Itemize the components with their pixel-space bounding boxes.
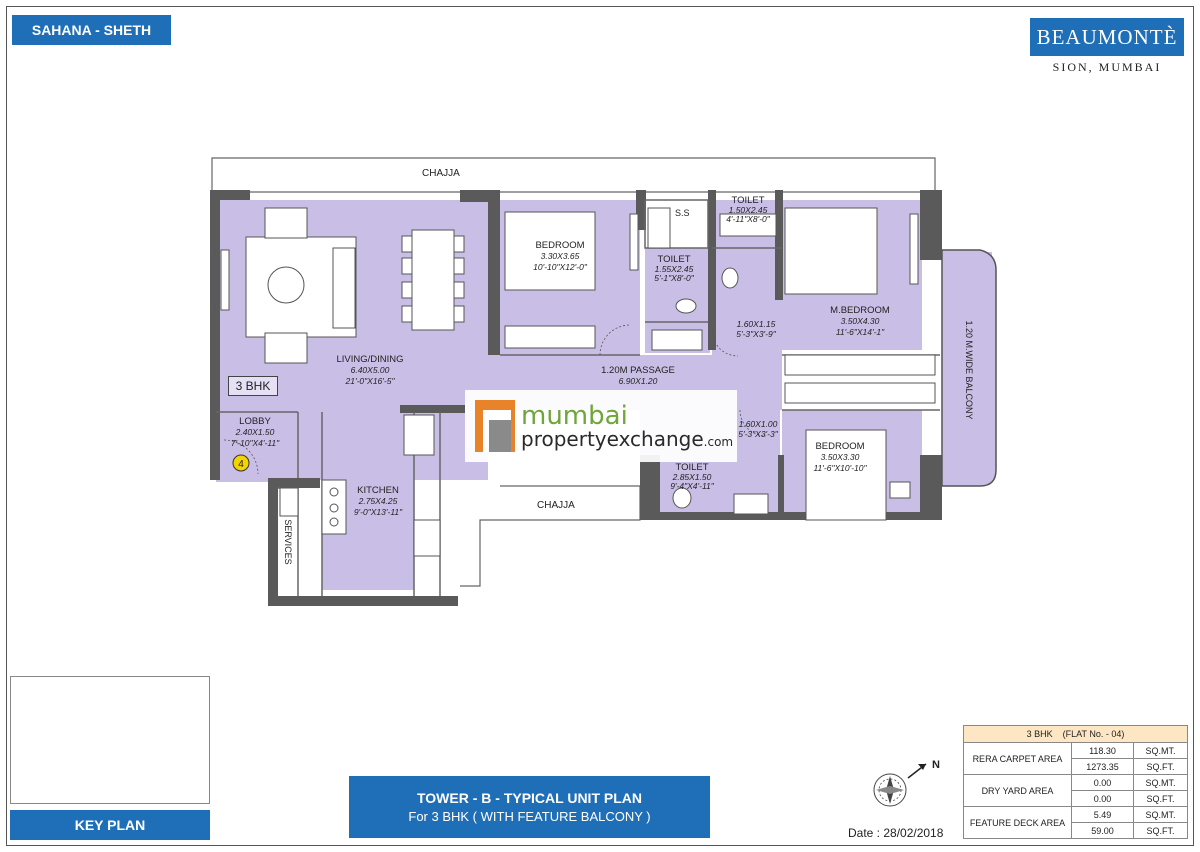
mbedroom-name: M.BEDROOM bbox=[830, 305, 890, 316]
balcony-outline bbox=[941, 249, 997, 487]
ss-label: S.S bbox=[675, 208, 690, 218]
lobby-area bbox=[216, 412, 298, 482]
chajja-bottom-label: CHAJJA bbox=[537, 500, 575, 511]
lobby-dim-ft: 7'-10"X4'-11" bbox=[231, 438, 280, 448]
kitchen-furniture bbox=[279, 414, 441, 557]
brand-logo: BEAUMONTÈ bbox=[1030, 18, 1184, 56]
dress1-area bbox=[712, 305, 782, 360]
area-unit: SQ.MT. bbox=[1133, 742, 1188, 759]
dress2-dim-m: 1.60X1.00 bbox=[739, 419, 778, 429]
bedroom1-dim-m: 3.30X3.65 bbox=[541, 251, 580, 261]
passage-name: 1.20M PASSAGE bbox=[601, 365, 675, 376]
area-unit: SQ.MT. bbox=[1133, 806, 1188, 823]
toilet1-name: TOILET bbox=[657, 254, 690, 265]
area-label: DRY YARD AREA bbox=[963, 774, 1072, 807]
dress1-dim-ft: 5'-3"X3'-9" bbox=[736, 329, 777, 339]
table-row: DRY YARD AREA 0.00 SQ.MT. bbox=[963, 774, 1188, 807]
key-plan-box bbox=[10, 676, 210, 804]
key-plan-label: KEY PLAN bbox=[10, 810, 210, 840]
plan-subtitle: For 3 BHK ( WITH FEATURE BALCONY ) bbox=[408, 809, 651, 824]
chajja-top-outline bbox=[211, 157, 936, 193]
compass-north-label: N bbox=[932, 759, 940, 771]
area-header-flat: (FLAT No. - 04) bbox=[1062, 729, 1125, 739]
dress2-dim-ft: 5'-3"X3'-3" bbox=[738, 429, 779, 439]
flat-marker-number: 4 bbox=[238, 459, 244, 470]
bedroom2-dim-ft: 11'-6"X10'-10" bbox=[813, 463, 867, 473]
watermark-line1: mumbai bbox=[521, 401, 628, 431]
living-name: LIVING/DINING bbox=[336, 354, 403, 365]
project-tag: SAHANA - SHETH bbox=[12, 15, 171, 45]
area-unit: SQ.FT. bbox=[1133, 790, 1188, 807]
passage-dim-m: 6.90X1.20 bbox=[619, 376, 658, 386]
area-unit: SQ.FT. bbox=[1133, 758, 1188, 775]
watermark-brand: propertyexchange bbox=[521, 427, 704, 451]
area-value: 118.30 bbox=[1071, 742, 1134, 759]
watermark-logo-icon bbox=[475, 400, 515, 452]
compass-icon bbox=[873, 763, 927, 807]
chajja-bottom-outline bbox=[460, 485, 641, 587]
area-label: RERA CARPET AREA bbox=[963, 742, 1072, 775]
kitchen-name: KITCHEN bbox=[357, 485, 399, 496]
toilet3-name: TOILET bbox=[675, 462, 708, 473]
bedroom-furniture bbox=[504, 207, 936, 521]
area-value: 0.00 bbox=[1071, 790, 1134, 807]
toilet2-dim-ft: 4'-11"X8'-0" bbox=[726, 214, 771, 224]
living-dim-ft: 21'-0"X16'-5" bbox=[345, 376, 396, 386]
toilet3-dim-ft: 9'-4"X4'-11" bbox=[670, 481, 715, 491]
area-header-unit: 3 BHK bbox=[1026, 729, 1053, 739]
services-label: SERVICES bbox=[283, 519, 293, 564]
plan-date: Date : 28/02/2018 bbox=[848, 826, 944, 840]
brand-location: SION, MUMBAI bbox=[1052, 60, 1162, 74]
toilet3-dim-m: 2.85X1.50 bbox=[672, 472, 712, 482]
walls bbox=[210, 190, 942, 606]
kitchen-dim-ft: 9'-0"X13'-11" bbox=[354, 507, 403, 517]
door-arcs bbox=[223, 324, 767, 475]
lobby-name: LOBBY bbox=[239, 416, 271, 427]
unit-badge: 3 BHK bbox=[228, 376, 278, 396]
area-table-header-cell: 3 BHK (FLAT No. - 04) bbox=[963, 725, 1188, 743]
balcony-label: 1.20 M.WIDE BALCONY bbox=[964, 320, 974, 419]
watermark: mumbai propertyexchange.com bbox=[465, 390, 737, 462]
bedroom2-dim-m: 3.50X3.30 bbox=[821, 452, 860, 462]
area-value: 59.00 bbox=[1071, 822, 1134, 839]
plan-title: TOWER - B - TYPICAL UNIT PLAN bbox=[416, 790, 643, 806]
table-row: 59.00 SQ.FT. bbox=[964, 822, 1188, 839]
living-furniture bbox=[220, 207, 465, 364]
page-frame bbox=[6, 6, 1194, 846]
flat-marker-circle bbox=[232, 454, 250, 472]
bedroom1-dim-ft: 10'-10"X12'-0" bbox=[533, 262, 588, 272]
area-label: FEATURE DECK AREA bbox=[963, 806, 1072, 839]
toilet1-dim-m: 1.55X2.45 bbox=[655, 264, 694, 274]
watermark-suffix: .com bbox=[703, 435, 734, 449]
table-row: FEATURE DECK AREA 5.49 SQ.MT. bbox=[963, 806, 1188, 839]
toilet1-dim-ft: 5'-1"X8'-0" bbox=[654, 273, 695, 283]
area-value: 1273.35 bbox=[1071, 758, 1134, 775]
area-unit: SQ.FT. bbox=[1133, 822, 1188, 839]
dress1-dim-m: 1.60X1.15 bbox=[737, 319, 776, 329]
area-table: 3 BHK (FLAT No. - 04) RERA CARPET AREA 1… bbox=[963, 725, 1188, 839]
mbedroom-dim-ft: 11'-6"X14'-1" bbox=[836, 327, 885, 337]
area-value: 0.00 bbox=[1071, 774, 1134, 791]
plan-title-box: TOWER - B - TYPICAL UNIT PLAN For 3 BHK … bbox=[349, 776, 710, 838]
area-value: 5.49 bbox=[1071, 806, 1134, 823]
watermark-line2: propertyexchange.com bbox=[521, 429, 733, 449]
lobby-dim-m: 2.40X1.50 bbox=[235, 427, 275, 437]
mbedroom-dim-m: 3.50X4.30 bbox=[841, 316, 880, 326]
toilet2-name: TOILET bbox=[731, 195, 764, 206]
area-table-header: 3 BHK (FLAT No. - 04) bbox=[963, 725, 1188, 743]
kitchen-dim-m: 2.75X4.25 bbox=[358, 496, 398, 506]
chajja-top-label: CHAJJA bbox=[422, 168, 460, 179]
toilet2-dim-m: 1.50X2.45 bbox=[729, 205, 768, 215]
living-dim-m: 6.40X5.00 bbox=[351, 365, 390, 375]
bedroom2-name: BEDROOM bbox=[815, 441, 864, 452]
table-row: RERA CARPET AREA 118.30 SQ.MT. bbox=[963, 742, 1188, 775]
area-unit: SQ.MT. bbox=[1133, 774, 1188, 791]
bedroom1-name: BEDROOM bbox=[535, 240, 584, 251]
